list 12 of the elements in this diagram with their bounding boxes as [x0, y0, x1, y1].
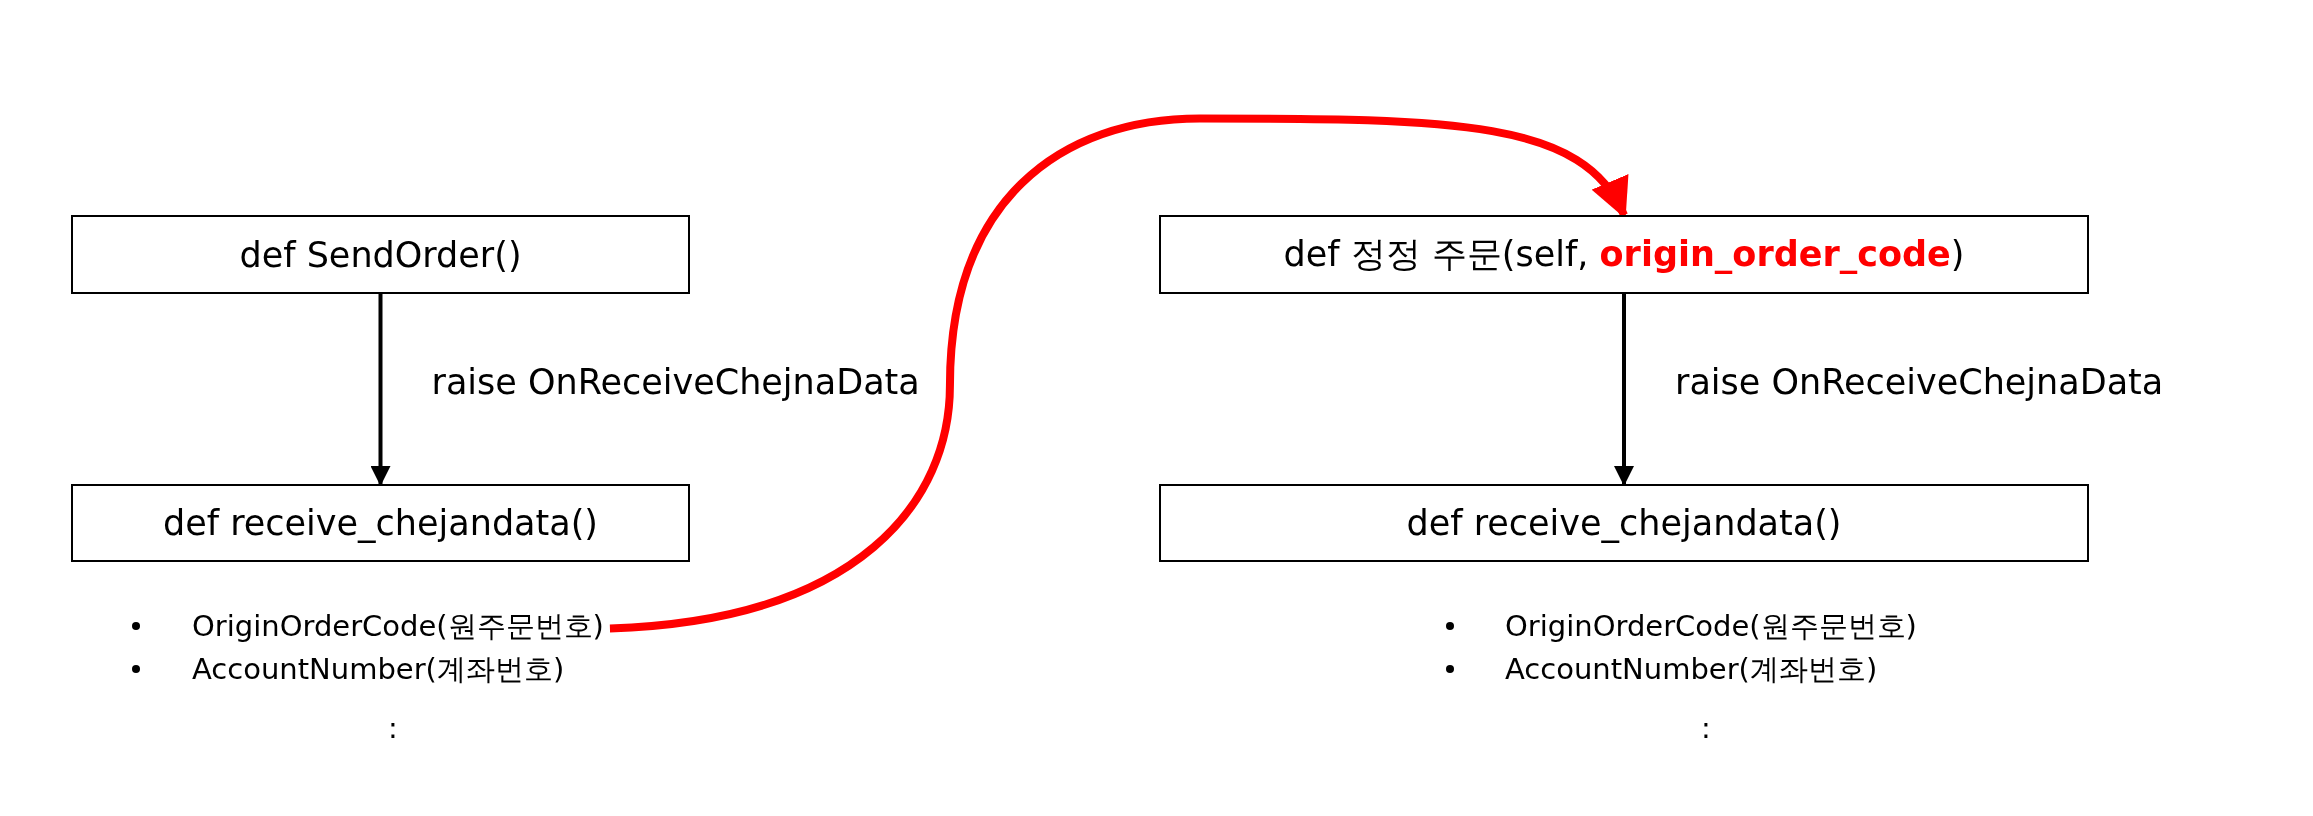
function-box: def 정정 주문(self, origin_order_code)	[1159, 215, 2089, 294]
bullet-text: AccountNumber(계좌번호)	[1505, 655, 1878, 684]
arrow	[1614, 294, 1634, 486]
bullet-text: OriginOrderCode(원주문번호)	[192, 612, 604, 641]
bullet-text: OriginOrderCode(원주문번호)	[1505, 612, 1917, 641]
arrow	[370, 294, 391, 486]
bullet-text: AccountNumber(계좌번호)	[192, 655, 565, 684]
function-box: def SendOrder()	[71, 215, 690, 294]
ellipsis-colon: :	[1701, 714, 1711, 743]
ellipsis-colon: :	[388, 714, 398, 743]
function-box: def receive_chejandata()	[1159, 484, 2089, 562]
function-box: def receive_chejandata()	[71, 484, 690, 562]
